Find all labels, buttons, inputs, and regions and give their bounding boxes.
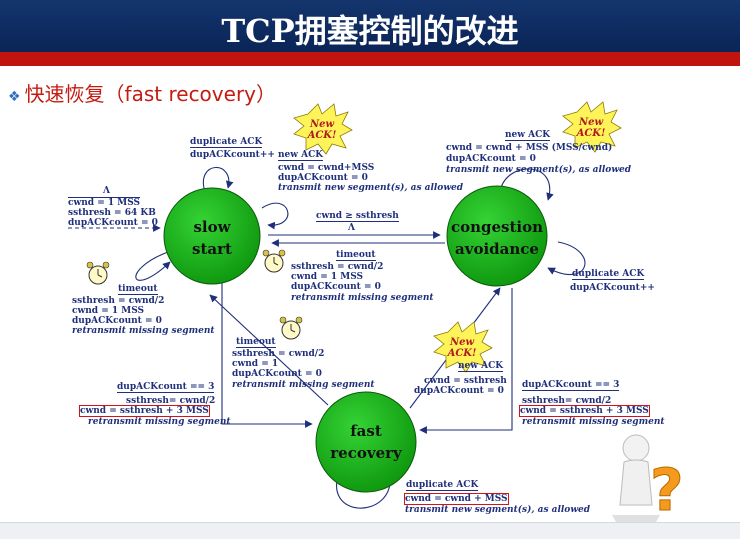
fr-dup-a1: cwnd = cwnd + MSS: [404, 493, 509, 505]
fr-newack-a2: dupACKcount = 0: [414, 386, 504, 396]
ca-to-fr-arrow: [419, 288, 513, 434]
ca-to-fr-a2: cwnd = ssthresh + 3 MSS: [519, 405, 650, 417]
new-ack-burst-label: New ACK!: [576, 117, 606, 139]
ss-to-fr-arrow: [221, 278, 313, 428]
fast-recovery-state: [315, 391, 417, 493]
ca-timeout-a1: ssthresh = cwnd/2: [291, 262, 384, 272]
new-ack-burst-label: New ACK!: [307, 119, 337, 141]
ca-dup-loop: [547, 241, 586, 275]
ss-dup-event: duplicate ACK: [190, 137, 263, 148]
ca-to-fr-a1: ssthresh= cwnd/2: [522, 396, 612, 406]
state-line: start: [192, 240, 232, 258]
fr-timeout-a3: dupACKcount = 0: [232, 369, 322, 379]
ca-timeout-a3: dupACKcount = 0: [291, 282, 381, 292]
title-bar: TCP拥塞控制的改进: [0, 0, 740, 52]
init-lambda: Λ: [103, 186, 110, 196]
alarm-clock-icon: [262, 249, 286, 273]
alarm-clock-icon: [86, 261, 110, 285]
init-cwnd: cwnd = 1 MSS: [68, 197, 141, 208]
ss-newack-event: new ACK: [278, 150, 324, 161]
fr-dup-a2: transmit new segment(s), as allowed: [405, 505, 591, 515]
ss-timeout-a2: cwnd = 1 MSS: [72, 306, 145, 316]
congestion-avoidance-state: [446, 185, 548, 287]
ss-to-fr-a3: retransmit missing segment: [88, 417, 231, 427]
fr-dup-event: duplicate ACK: [406, 480, 479, 491]
ca-newack-a2: dupACKcount = 0: [446, 154, 536, 164]
fr-timeout-a2: cwnd = 1: [232, 359, 279, 369]
fr-dup-loop: [336, 469, 395, 509]
ca-newack-loop: [499, 168, 554, 201]
fr-newack-a1: cwnd = ssthresh: [424, 376, 507, 386]
ss-timeout-loop: [135, 251, 171, 281]
ca-dup-event: duplicate ACK: [572, 269, 645, 280]
ca-timeout-a2: cwnd = 1 MSS: [291, 272, 364, 282]
ss-to-ca-action: Λ: [348, 223, 355, 233]
ca-dup-action: dupACKcount++: [570, 283, 655, 293]
page-title: TCP拥塞控制的改进: [221, 12, 519, 50]
state-fast-recovery: fast recovery: [316, 420, 416, 464]
fr-to-ss-arrow: [209, 294, 329, 406]
state-line: recovery: [330, 444, 402, 462]
fr-timeout-event: timeout: [236, 337, 276, 348]
new-ack-burst-icon: [562, 101, 622, 153]
fr-timeout-a4: retransmit missing segment: [232, 380, 375, 390]
ca-to-fr-a3: retransmit missing segment: [522, 417, 665, 427]
new-ack-burst-label: New ACK!: [447, 337, 477, 359]
state-congestion-avoidance: congestion avoidance: [447, 216, 547, 260]
fr-newack-event: new ACK: [458, 361, 504, 372]
ss-newack-a2: dupACKcount = 0: [278, 173, 368, 183]
ca-newack-event: new ACK: [505, 130, 551, 141]
new-ack-burst-icon: [433, 321, 493, 373]
ss-dup-loop: [202, 167, 234, 193]
thinking-person-icon: ?: [612, 434, 684, 525]
ss-newack-a1: cwnd = cwnd+MSS: [278, 163, 375, 173]
state-line: congestion: [450, 218, 544, 236]
title-underline: [0, 52, 740, 66]
init-dup: dupACKcount = 0: [68, 218, 158, 228]
bullet-icon: ❖: [8, 89, 21, 105]
ca-timeout-a4: retransmit missing segment: [291, 293, 434, 303]
ca-newack-a3: transmit new segment(s), as allowed: [446, 165, 632, 175]
ss-to-fr-a1: ssthresh= cwnd/2: [126, 396, 216, 406]
ss-timeout-a3: dupACKcount = 0: [72, 316, 162, 326]
ss-timeout-event: timeout: [118, 284, 158, 295]
ss-to-fr-a2: cwnd = ssthresh + 3 MSS: [79, 405, 210, 417]
state-line: avoidance: [455, 240, 539, 258]
ca-to-fr-event: dupACKcount == 3: [522, 380, 620, 391]
ss-to-fr-event: dupACKcount == 3: [117, 382, 215, 393]
subtitle: ❖快速恢复（fast recovery）: [8, 78, 276, 107]
svg-text:?: ?: [650, 456, 684, 524]
ss-to-ca-event: cwnd ≥ ssthresh: [316, 211, 399, 222]
ca-newack-a1: cwnd = cwnd + MSS (MSS/cwnd): [446, 143, 613, 153]
ss-newack-a3: transmit new segment(s), as allowed: [278, 183, 464, 193]
slow-start-state: [163, 187, 261, 285]
ss-timeout-a1: ssthresh = cwnd/2: [72, 296, 165, 306]
ss-timeout-a4: retransmit missing segment: [72, 326, 215, 336]
ss-newack-loop: [261, 202, 289, 230]
ca-timeout-event: timeout: [336, 250, 376, 261]
alarm-clock-icon: [279, 316, 303, 340]
subtitle-text: 快速恢复（fast recovery）: [24, 82, 276, 106]
ss-dup-action: dupACKcount++: [190, 150, 275, 160]
fr-timeout-a1: ssthresh = cwnd/2: [232, 349, 325, 359]
state-line: fast: [350, 422, 382, 440]
state-slow-start: slow start: [172, 216, 252, 260]
init-ssthresh: ssthresh = 64 KB: [68, 208, 156, 218]
state-line: slow: [193, 218, 231, 236]
footer-bar: [0, 522, 740, 539]
new-ack-burst-icon: [293, 103, 353, 155]
